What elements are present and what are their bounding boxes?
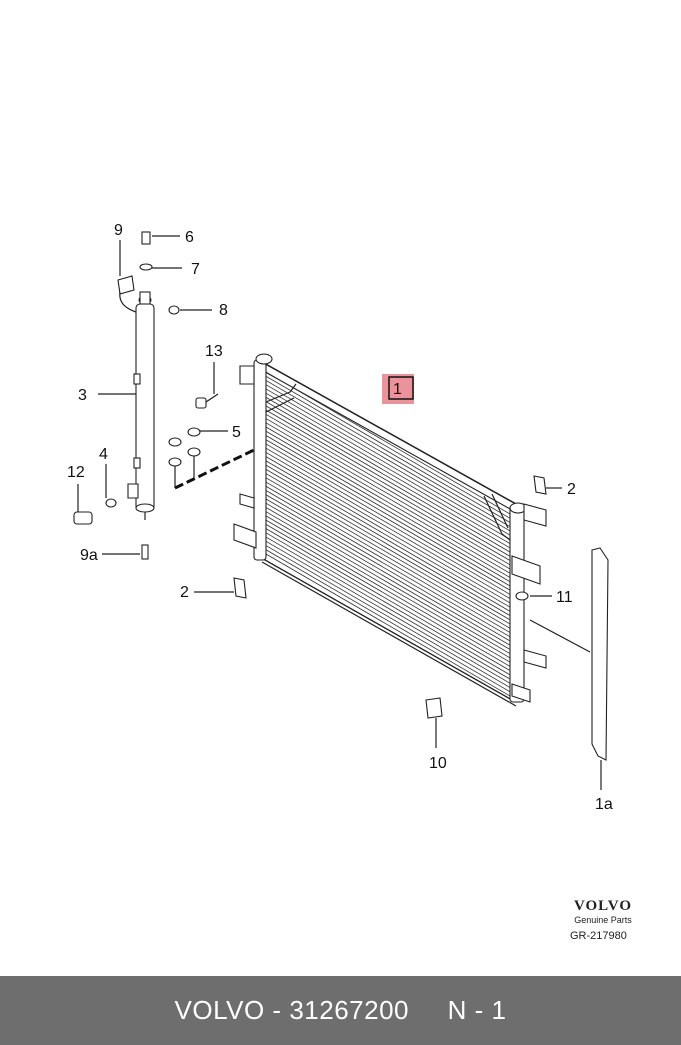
fin-line	[265, 511, 511, 655]
part-1-box	[388, 376, 414, 400]
leader-lines	[77, 235, 602, 790]
callout-1a: 1a	[595, 796, 613, 813]
fin-line	[265, 485, 511, 629]
small-parts	[73, 231, 609, 761]
fin-line	[265, 494, 511, 638]
callout-7: 7	[191, 261, 200, 278]
fin-line	[265, 388, 511, 532]
fin-line	[265, 418, 511, 561]
fin-line	[265, 473, 511, 616]
callout-10: 10	[429, 755, 447, 772]
fin-line	[265, 481, 511, 625]
callout-4: 4	[99, 446, 108, 463]
fin-line	[265, 380, 511, 523]
fin-line	[265, 409, 511, 553]
fin-line	[265, 401, 511, 544]
fin-line	[265, 460, 511, 604]
fin-line	[265, 515, 511, 659]
fin-line	[265, 532, 511, 676]
diagram-reference-code: GR-217980	[570, 930, 627, 942]
fin-line	[265, 536, 511, 680]
volvo-brand-mark: VOLVO Genuine Parts	[558, 898, 648, 927]
genuine-parts-label: Genuine Parts	[574, 915, 632, 925]
fin-line	[265, 392, 511, 536]
parts-diagram: 1 6 7 8 9 13 3 5 4 12 9a 2 2 11 10 1a	[67, 222, 613, 813]
footer-bar: VOLVO - 31267200 N - 1	[0, 976, 681, 1045]
condenser	[233, 353, 547, 707]
fin-line	[265, 430, 511, 574]
callout-9a: 9a	[80, 547, 98, 564]
fin-line	[265, 413, 511, 557]
fin-line	[265, 553, 511, 697]
callout-11: 11	[556, 589, 573, 606]
fin-line	[265, 371, 511, 515]
callout-2-left: 2	[180, 584, 189, 601]
part-number-caption: VOLVO - 31267200 N - 1	[174, 995, 507, 1025]
fin-line	[265, 456, 511, 599]
fin-line	[265, 375, 511, 519]
fin-line	[265, 452, 511, 595]
fin-line	[265, 384, 511, 528]
volvo-logo: VOLVO	[573, 898, 633, 914]
fin-line	[265, 447, 511, 591]
fin-line	[265, 528, 511, 671]
fin-line	[265, 502, 511, 646]
condenser-fins	[265, 371, 511, 697]
fin-line	[265, 464, 511, 608]
fin-line	[265, 439, 511, 583]
callout-5: 5	[232, 424, 241, 441]
callout-1: 1	[393, 381, 402, 398]
fin-line	[265, 540, 511, 684]
fin-line	[265, 397, 511, 540]
fin-line	[265, 426, 511, 570]
fin-line	[265, 422, 511, 566]
fin-line	[265, 469, 511, 612]
fin-line	[265, 405, 511, 549]
fin-line	[265, 490, 511, 633]
callout-3: 3	[78, 387, 87, 404]
callout-9: 9	[114, 222, 123, 239]
fin-line	[265, 477, 511, 621]
callout-6: 6	[185, 229, 194, 246]
fin-line	[265, 549, 511, 693]
fin-line	[265, 519, 511, 663]
fin-line	[265, 524, 511, 667]
fin-line	[265, 545, 511, 688]
callout-8: 8	[219, 302, 228, 319]
callout-12: 12	[67, 464, 85, 481]
callout-13: 13	[205, 343, 223, 360]
fin-line	[265, 498, 511, 642]
fin-line	[265, 435, 511, 578]
fin-line	[265, 443, 511, 587]
fin-line	[265, 507, 511, 650]
receiver-drier	[133, 291, 155, 520]
callout-2-right: 2	[567, 481, 576, 498]
